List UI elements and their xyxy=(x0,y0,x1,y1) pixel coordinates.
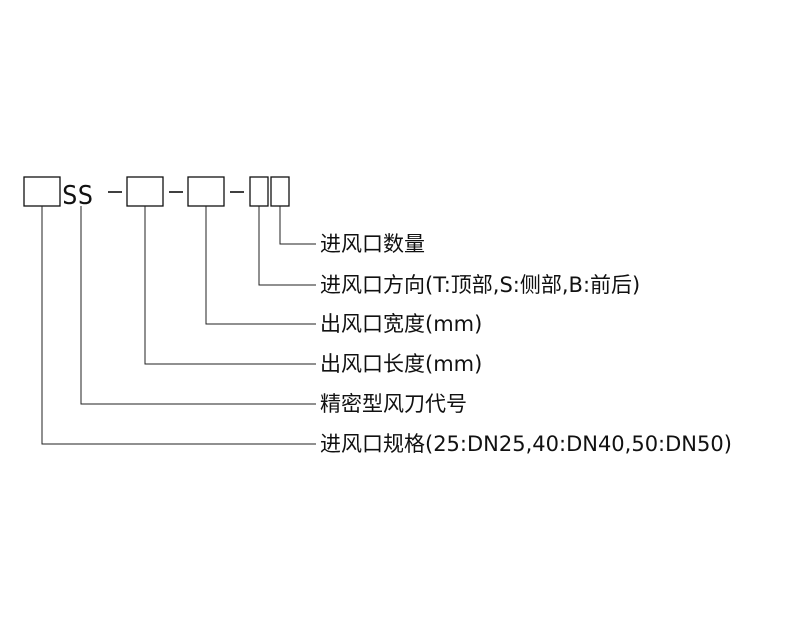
leader-outlet-width xyxy=(205,206,316,325)
inlet-count-box xyxy=(270,176,290,207)
leader-inlet-size xyxy=(41,206,316,445)
series-code: SS xyxy=(62,181,93,211)
label-outlet-length: 出风口长度(mm) xyxy=(320,352,482,376)
leader-inlet-direction xyxy=(258,206,316,286)
inlet-direction-box xyxy=(249,176,269,207)
outlet-width-box xyxy=(187,176,225,207)
inlet-size-box xyxy=(23,176,61,207)
outlet-length-box xyxy=(126,176,164,207)
label-outlet-width: 出风口宽度(mm) xyxy=(320,312,482,336)
leader-series-code xyxy=(80,206,316,405)
leader-inlet-count xyxy=(279,206,316,245)
label-series-code: 精密型风刀代号 xyxy=(320,392,467,416)
label-inlet-direction: 进风口方向(T:顶部,S:侧部,B:前后) xyxy=(320,273,640,297)
label-inlet-count: 进风口数量 xyxy=(320,232,425,256)
leader-outlet-length xyxy=(144,206,316,365)
label-inlet-size: 进风口规格(25:DN25,40:DN40,50:DN50) xyxy=(320,432,732,456)
